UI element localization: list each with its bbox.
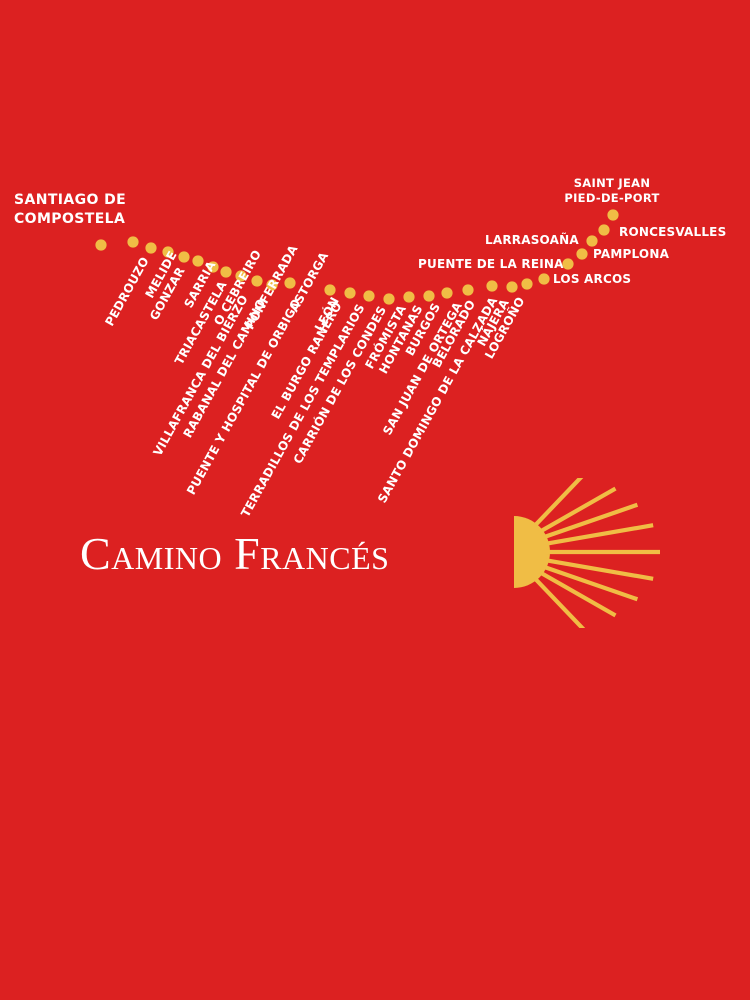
route-dot (562, 258, 574, 270)
route-dot (607, 209, 619, 221)
route-dot (178, 251, 190, 263)
route-dot (235, 270, 247, 282)
shell-ray (530, 478, 584, 531)
route-dot (324, 284, 336, 296)
shell-ray (536, 486, 617, 535)
route-dot (538, 273, 550, 285)
stop-label-los-arcos: LOS ARCOS (553, 272, 632, 286)
route-dot (462, 284, 474, 296)
route-dot (162, 246, 174, 258)
shell-ray (544, 523, 654, 547)
route-dot (251, 275, 263, 287)
scallop-shell-icon (514, 478, 660, 628)
route-dot (266, 279, 278, 291)
route-dot (363, 290, 375, 302)
end-label: SAINT JEAN PIED-DE-PORT (560, 176, 664, 206)
route-dot (344, 287, 356, 299)
start-label-line1: SANTIAGO DE (14, 192, 127, 208)
route-dot (506, 281, 518, 293)
shell-ray (541, 502, 639, 540)
route-dot (576, 248, 588, 260)
start-label-line2: COMPOSTELA (14, 211, 126, 227)
route-dot (383, 293, 395, 305)
stop-label-puente-de-la-reina: PUENTE DE LA REINA (418, 257, 564, 271)
end-label-line1: SAINT JEAN (573, 176, 651, 190)
route-dot (486, 280, 498, 292)
route-dot (127, 236, 139, 248)
route-dot (441, 287, 453, 299)
route-dot (220, 266, 232, 278)
stop-label-pamplona: PAMPLONA (593, 247, 670, 261)
stop-label-larrasoana: LARRASOAÑA (485, 233, 579, 247)
route-dot (423, 290, 435, 302)
route-dot (586, 235, 598, 247)
route-dot (145, 242, 157, 254)
shell-ray (530, 573, 586, 628)
shell-ray (541, 564, 639, 602)
end-label-line2: PIED-DE-PORT (564, 191, 660, 205)
route-dot (95, 239, 107, 251)
shell-ray (536, 569, 617, 618)
route-dot (192, 255, 204, 267)
route-dot (521, 278, 533, 290)
shell-ray (544, 557, 654, 581)
start-label: SANTIAGO DE COMPOSTELA (14, 191, 126, 229)
route-dot (598, 224, 610, 236)
route-dot (284, 277, 296, 289)
route-dot (403, 291, 415, 303)
page-title: Camino Francés (80, 528, 390, 579)
stop-label-roncesvalles: RONCESVALLES (619, 225, 727, 239)
route-dot (207, 261, 219, 273)
